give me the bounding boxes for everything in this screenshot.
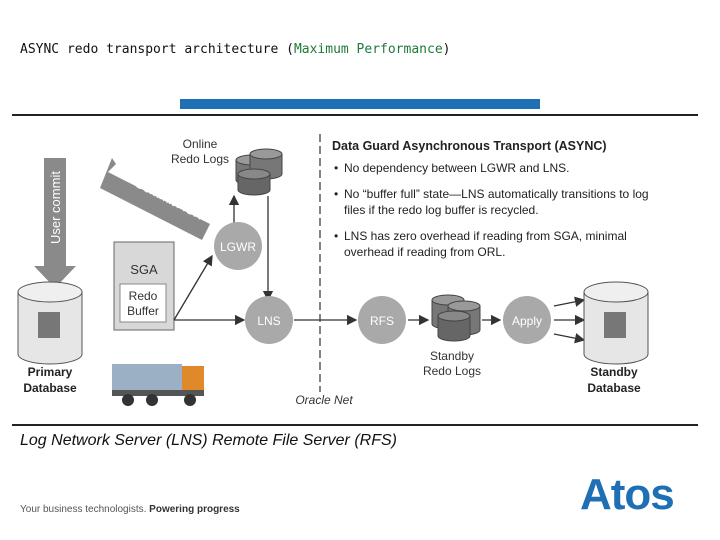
primary-db-label-1: Primary xyxy=(28,365,73,379)
user-commit-arrow: User commit xyxy=(34,158,76,288)
title-accent: Maximum Performance xyxy=(293,42,443,57)
bullet-1-dot: • xyxy=(334,161,338,175)
bullet-3-dot: • xyxy=(334,229,338,243)
oracle-net-label: Oracle Net xyxy=(295,393,353,407)
lgwr-label: LGWR xyxy=(220,240,256,254)
connectors xyxy=(173,194,586,344)
standby-db-label-1: Standby xyxy=(590,365,638,379)
primary-database: Primary Database xyxy=(17,281,83,395)
online-redo-label-2: Redo Logs xyxy=(171,152,229,166)
standby-db-label-2: Database xyxy=(587,381,641,395)
standby-redo-label-2: Redo Logs xyxy=(423,364,481,378)
sga-label: SGA xyxy=(130,262,158,277)
bullet-2-dot: • xyxy=(334,187,338,201)
redo-buffer-label-2: Buffer xyxy=(127,304,159,318)
diagram-bottom-rule xyxy=(12,424,698,426)
user-commit-label: User commit xyxy=(48,171,63,244)
async-description-panel: Data Guard Asynchronous Transport (ASYNC… xyxy=(332,139,649,259)
online-redo-label-1: Online xyxy=(183,137,218,151)
diagram-top-rule xyxy=(12,114,698,116)
accent-bar xyxy=(180,99,540,109)
footer-tagline: Your business technologists. Powering pr… xyxy=(20,504,240,515)
standby-redo-logs-stack: Standby Redo Logs xyxy=(423,294,481,378)
bullet-2-line-1: No “buffer full” state—LNS automatically… xyxy=(344,187,649,201)
lns-label: LNS xyxy=(257,314,280,328)
async-transport-diagram: User commit Commit ACK Primary Database … xyxy=(17,134,649,407)
slide-title: ASYNC redo transport architecture (Maxim… xyxy=(20,42,451,57)
bullet-2-line-2: files if the redo log buffer is recycled… xyxy=(344,203,539,217)
truck-icon xyxy=(112,364,204,406)
bullet-1-line-1: No dependency between LGWR and LNS. xyxy=(344,161,569,175)
standby-redo-label-1: Standby xyxy=(430,349,474,363)
lns-node: LNS xyxy=(245,296,293,344)
redo-buffer-label-1: Redo xyxy=(129,289,158,303)
standby-database: Standby Database xyxy=(583,281,649,395)
atos-logo: Atos xyxy=(580,470,675,519)
bullet-3-line-2: overhead if reading from ORL. xyxy=(344,245,505,259)
bullet-3-line-1: LNS has zero overhead if reading from SG… xyxy=(344,229,627,243)
rfs-node: RFS xyxy=(358,296,406,344)
primary-db-label-2: Database xyxy=(23,381,77,395)
caption: Log Network Server (LNS) Remote File Ser… xyxy=(20,432,397,449)
panel-heading: Data Guard Asynchronous Transport (ASYNC… xyxy=(332,139,607,153)
commit-ack-arrow: Commit ACK xyxy=(96,158,210,240)
sga-box: SGA Redo Buffer xyxy=(113,241,175,331)
rfs-label: RFS xyxy=(370,314,394,328)
online-redo-logs-stack: Online Redo Logs xyxy=(171,137,283,196)
apply-node: Apply xyxy=(503,296,551,344)
lgwr-node: LGWR xyxy=(214,222,262,270)
apply-label: Apply xyxy=(512,314,542,328)
